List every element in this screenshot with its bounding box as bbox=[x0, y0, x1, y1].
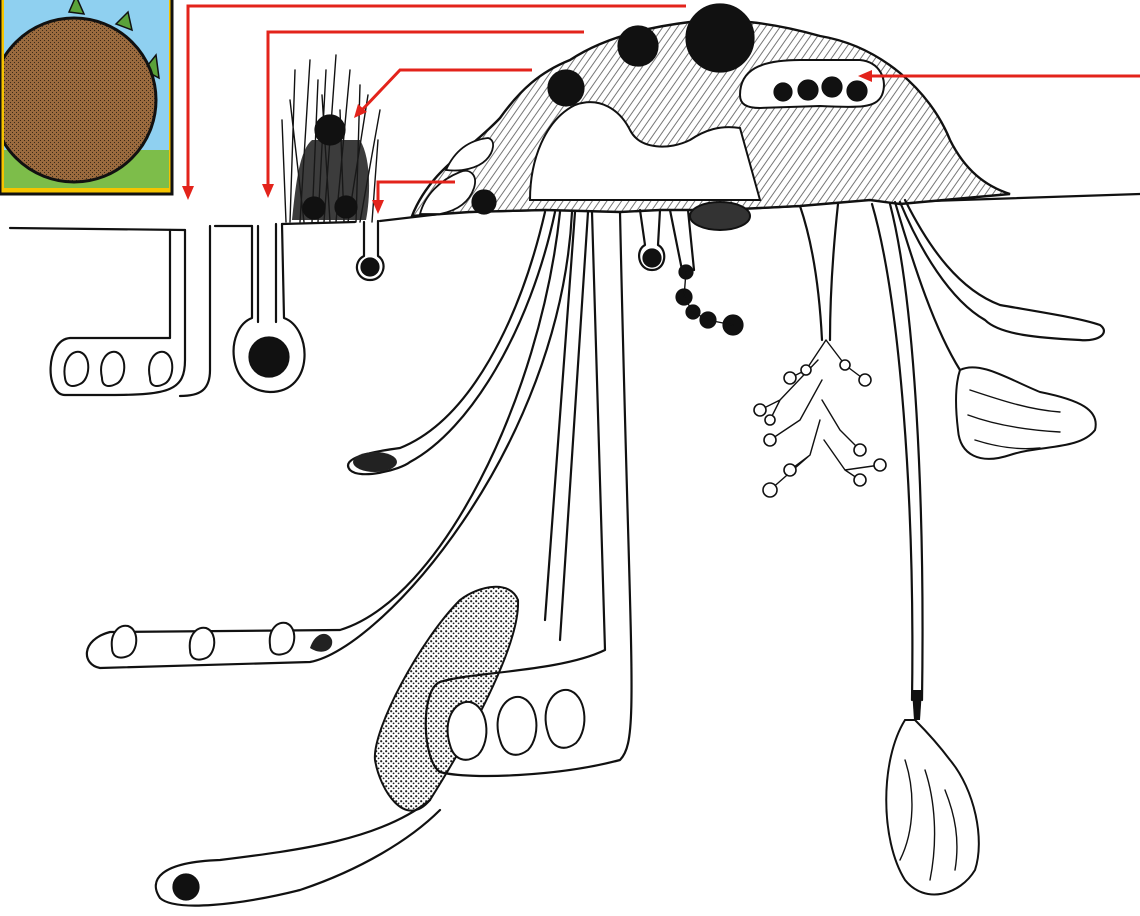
grass-tuft bbox=[282, 55, 380, 222]
dung-mound bbox=[412, 4, 1010, 230]
burrow-deep-right bbox=[872, 204, 979, 894]
mound-ball bbox=[618, 26, 658, 66]
inset-dung-ball-icon bbox=[0, 0, 172, 194]
mound-ball bbox=[847, 81, 867, 101]
red-callout-arrow-icon bbox=[362, 70, 532, 110]
mound-ball bbox=[472, 190, 496, 214]
burrow-branching bbox=[754, 204, 886, 497]
burrow-grass bbox=[357, 221, 384, 280]
mound-ball bbox=[798, 80, 818, 100]
mound-ball bbox=[686, 4, 754, 72]
mound-ball bbox=[822, 77, 842, 97]
mound-ball bbox=[548, 70, 584, 106]
burrow-eggs-left bbox=[51, 226, 210, 396]
mound-pellet bbox=[690, 202, 750, 230]
burrow-ball bbox=[234, 224, 305, 392]
mound-ball bbox=[774, 83, 792, 101]
burrow-right-pellet bbox=[900, 200, 1104, 340]
burrow-right-folded bbox=[895, 202, 1096, 459]
